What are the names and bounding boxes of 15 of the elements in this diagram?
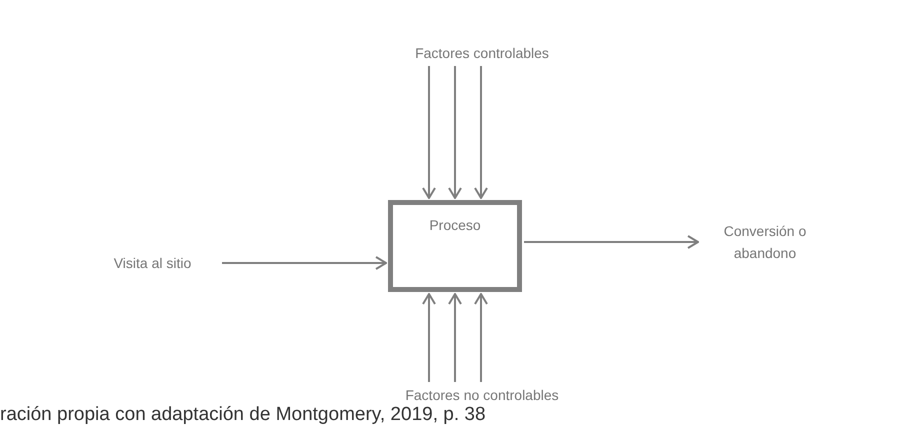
input-label: Visita al sitio (85, 252, 220, 274)
output-label: Conversión o abandono (700, 220, 830, 264)
process-box (388, 200, 522, 292)
factor-label: Factores controlables (382, 42, 582, 64)
box-label: Proceso (429, 217, 481, 235)
caption: ración propia con adaptación de Montgomery, 2019, p. 38 (0, 404, 486, 426)
arrow (422, 293, 436, 382)
factor-label: Factores no controlables (372, 384, 592, 406)
arrow (222, 256, 387, 270)
arrow (524, 235, 699, 249)
arrow (448, 66, 462, 199)
arrow (448, 293, 462, 382)
arrow (422, 66, 436, 199)
arrow (474, 293, 488, 382)
arrow (474, 66, 488, 199)
